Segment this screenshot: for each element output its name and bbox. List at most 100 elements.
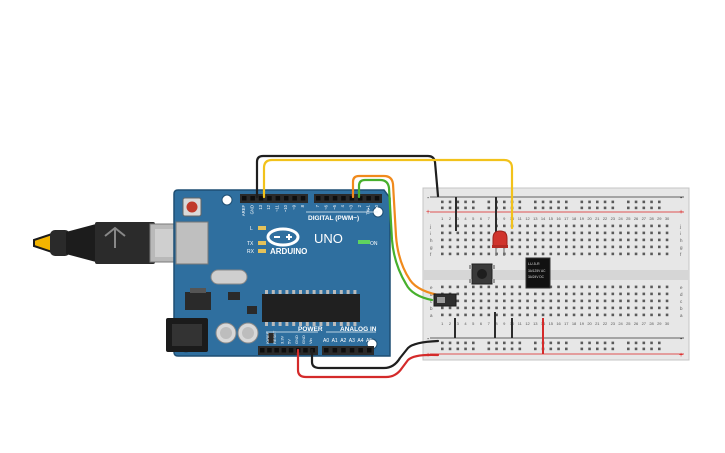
breadboard-hole[interactable]	[456, 299, 460, 303]
breadboard-hole[interactable]	[487, 285, 491, 289]
breadboard-hole[interactable]	[518, 206, 522, 210]
breadboard-hole[interactable]	[650, 224, 653, 228]
breadboard-hole[interactable]	[572, 224, 576, 228]
power-pin-hole[interactable]	[274, 348, 279, 353]
breadboard-hole[interactable]	[658, 292, 661, 296]
breadboard-hole[interactable]	[464, 224, 467, 228]
breadboard-hole[interactable]	[487, 299, 491, 303]
breadboard-hole[interactable]	[456, 224, 460, 228]
breadboard-hole[interactable]	[518, 245, 522, 249]
breadboard-hole[interactable]	[557, 245, 560, 249]
breadboard-hole[interactable]	[448, 206, 452, 210]
breadboard-hole[interactable]	[549, 313, 553, 317]
breadboard-hole[interactable]	[634, 245, 638, 249]
breadboard-hole[interactable]	[510, 313, 514, 317]
breadboard-hole[interactable]	[526, 292, 529, 296]
breadboard-hole[interactable]	[479, 245, 483, 249]
breadboard-hole[interactable]	[665, 238, 669, 242]
breadboard-hole[interactable]	[650, 245, 653, 249]
breadboard-hole[interactable]	[549, 285, 553, 289]
breadboard-hole[interactable]	[611, 252, 615, 256]
breadboard-hole[interactable]	[580, 285, 584, 289]
breadboard-hole[interactable]	[650, 341, 653, 345]
breadboard-hole[interactable]	[565, 224, 568, 228]
breadboard-hole[interactable]	[619, 306, 622, 310]
breadboard-hole[interactable]	[634, 224, 638, 228]
breadboard-hole[interactable]	[487, 306, 491, 310]
breadboard-hole[interactable]	[534, 292, 537, 296]
breadboard-hole[interactable]	[456, 347, 460, 351]
breadboard-hole[interactable]	[472, 252, 475, 256]
breadboard-hole[interactable]	[479, 292, 483, 296]
breadboard-hole[interactable]	[588, 200, 591, 204]
breadboard-hole[interactable]	[642, 252, 646, 256]
breadboard-hole[interactable]	[580, 224, 584, 228]
digital-pin-hole[interactable]	[358, 196, 363, 201]
breadboard-hole[interactable]	[487, 231, 491, 235]
breadboard-hole[interactable]	[596, 313, 599, 317]
breadboard-hole[interactable]	[557, 238, 560, 242]
breadboard-hole[interactable]	[596, 306, 599, 310]
breadboard-hole[interactable]	[464, 200, 467, 204]
breadboard-hole[interactable]	[603, 252, 607, 256]
breadboard-hole[interactable]	[534, 313, 537, 317]
breadboard-hole[interactable]	[603, 306, 607, 310]
breadboard-hole[interactable]	[534, 306, 537, 310]
breadboard-hole[interactable]	[448, 285, 452, 289]
breadboard-hole[interactable]	[634, 313, 638, 317]
breadboard-hole[interactable]	[534, 299, 537, 303]
breadboard-hole[interactable]	[580, 313, 584, 317]
breadboard-hole[interactable]	[627, 347, 630, 351]
breadboard-hole[interactable]	[642, 313, 646, 317]
breadboard-hole[interactable]	[441, 306, 444, 310]
breadboard-hole[interactable]	[479, 306, 483, 310]
breadboard-hole[interactable]	[518, 341, 522, 345]
breadboard-hole[interactable]	[503, 299, 506, 303]
breadboard-hole[interactable]	[479, 252, 483, 256]
breadboard-hole[interactable]	[518, 238, 522, 242]
breadboard-hole[interactable]	[441, 252, 444, 256]
breadboard-hole[interactable]	[472, 224, 475, 228]
analog-pin-hole[interactable]	[349, 348, 355, 353]
breadboard-hole[interactable]	[658, 341, 661, 345]
breadboard-hole[interactable]	[627, 306, 630, 310]
breadboard-hole[interactable]	[611, 200, 615, 204]
breadboard-hole[interactable]	[634, 200, 638, 204]
breadboard-hole[interactable]	[456, 313, 460, 317]
breadboard-hole[interactable]	[658, 299, 661, 303]
breadboard-hole[interactable]	[588, 224, 591, 228]
breadboard-hole[interactable]	[596, 341, 599, 345]
breadboard-hole[interactable]	[464, 292, 467, 296]
breadboard-hole[interactable]	[611, 292, 615, 296]
breadboard-hole[interactable]	[557, 292, 560, 296]
breadboard-hole[interactable]	[510, 285, 514, 289]
breadboard-hole[interactable]	[611, 347, 615, 351]
breadboard-hole[interactable]	[441, 224, 444, 228]
breadboard-hole[interactable]	[487, 200, 491, 204]
breadboard-hole[interactable]	[448, 341, 452, 345]
breadboard-hole[interactable]	[479, 285, 483, 289]
breadboard-hole[interactable]	[565, 306, 568, 310]
breadboard-hole[interactable]	[448, 347, 452, 351]
breadboard-hole[interactable]	[495, 347, 498, 351]
breadboard-hole[interactable]	[557, 285, 560, 289]
breadboard-hole[interactable]	[541, 231, 545, 235]
breadboard-hole[interactable]	[588, 252, 591, 256]
breadboard-hole[interactable]	[472, 292, 475, 296]
breadboard-hole[interactable]	[580, 341, 584, 345]
breadboard-hole[interactable]	[572, 285, 576, 289]
breadboard-hole[interactable]	[472, 206, 475, 210]
breadboard-hole[interactable]	[596, 238, 599, 242]
breadboard-hole[interactable]	[642, 238, 646, 242]
breadboard-hole[interactable]	[534, 238, 537, 242]
breadboard-hole[interactable]	[665, 245, 669, 249]
breadboard-hole[interactable]	[518, 285, 522, 289]
breadboard-hole[interactable]	[588, 231, 591, 235]
breadboard-hole[interactable]	[603, 200, 607, 204]
breadboard-hole[interactable]	[580, 347, 584, 351]
breadboard-hole[interactable]	[611, 313, 615, 317]
breadboard-hole[interactable]	[549, 252, 553, 256]
breadboard-hole[interactable]	[642, 347, 646, 351]
breadboard-hole[interactable]	[627, 313, 630, 317]
